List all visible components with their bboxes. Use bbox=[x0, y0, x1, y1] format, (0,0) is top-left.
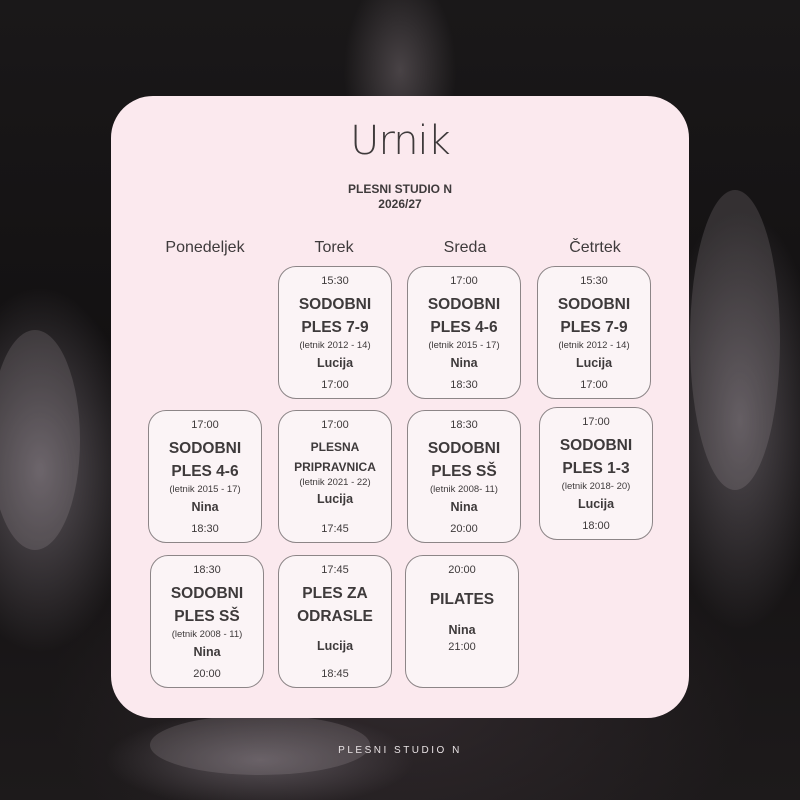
start-time: 17:00 bbox=[191, 419, 219, 431]
schedule-card: Urnik PLESNI STUDIO N 2026/27 Ponedeljek… bbox=[111, 96, 689, 718]
class-years: (letnik 2008 - 11) bbox=[171, 629, 243, 640]
start-time: 18:30 bbox=[450, 419, 478, 431]
class-years: (letnik 2015 - 17) bbox=[169, 484, 241, 495]
class-card[interactable]: 20:00 PILATES Nina 21:00 bbox=[405, 555, 519, 688]
teacher: Lucija bbox=[577, 497, 615, 511]
start-time: 20:00 bbox=[448, 564, 476, 576]
season: 2026/27 bbox=[378, 197, 422, 211]
teacher: Lucija bbox=[316, 639, 354, 653]
end-time: 20:00 bbox=[450, 523, 478, 535]
start-time: 18:30 bbox=[193, 564, 221, 576]
class-years: (letnik 2008- 11) bbox=[430, 484, 498, 495]
end-time: 21:00 bbox=[448, 641, 476, 653]
end-time: 20:00 bbox=[193, 668, 221, 680]
teacher: Nina bbox=[450, 356, 478, 370]
teacher: Lucija bbox=[316, 492, 354, 506]
end-time: 17:00 bbox=[580, 379, 608, 391]
background-dancer-left bbox=[0, 330, 80, 550]
end-time: 17:00 bbox=[321, 379, 349, 391]
class-name: PILATES bbox=[429, 591, 495, 608]
end-time: 17:45 bbox=[321, 523, 349, 535]
subtitle: PLESNI STUDIO N 2026/27 bbox=[111, 182, 689, 212]
end-time: 18:30 bbox=[191, 523, 219, 535]
class-years: (letnik 2012 - 14) bbox=[558, 340, 630, 351]
teacher: Nina bbox=[448, 623, 476, 637]
class-years: (letnik 2012 - 14) bbox=[299, 340, 371, 351]
teacher: Nina bbox=[191, 500, 219, 514]
end-time: 18:00 bbox=[582, 520, 610, 532]
background-dancer-floor bbox=[150, 715, 370, 775]
teacher: Lucija bbox=[316, 356, 354, 370]
start-time: 15:30 bbox=[321, 275, 349, 287]
background-dancer-right bbox=[690, 190, 780, 490]
class-years: (letnik 2015 - 17) bbox=[428, 340, 500, 351]
start-time: 17:00 bbox=[582, 416, 610, 428]
start-time: 15:30 bbox=[580, 275, 608, 287]
day-header-wednesday: Sreda bbox=[443, 239, 487, 256]
teacher: Lucija bbox=[575, 356, 613, 370]
footer-brand: PLESNI STUDIO N bbox=[338, 745, 462, 756]
studio-name: PLESNI STUDIO N bbox=[347, 182, 452, 196]
start-time: 17:00 bbox=[450, 275, 478, 287]
teacher: Nina bbox=[193, 645, 221, 659]
teacher: Nina bbox=[450, 500, 478, 514]
day-header-thursday: Četrtek bbox=[569, 239, 621, 256]
day-header-tuesday: Torek bbox=[314, 239, 354, 256]
end-time: 18:45 bbox=[321, 668, 349, 680]
page-title: Urnik bbox=[350, 118, 451, 164]
day-header-monday: Ponedeljek bbox=[165, 239, 245, 256]
end-time: 18:30 bbox=[450, 379, 478, 391]
class-years: (letnik 2018- 20) bbox=[561, 481, 631, 492]
start-time: 17:45 bbox=[321, 564, 349, 576]
class-years: (letnik 2021 - 22) bbox=[299, 477, 371, 488]
start-time: 17:00 bbox=[321, 419, 349, 431]
